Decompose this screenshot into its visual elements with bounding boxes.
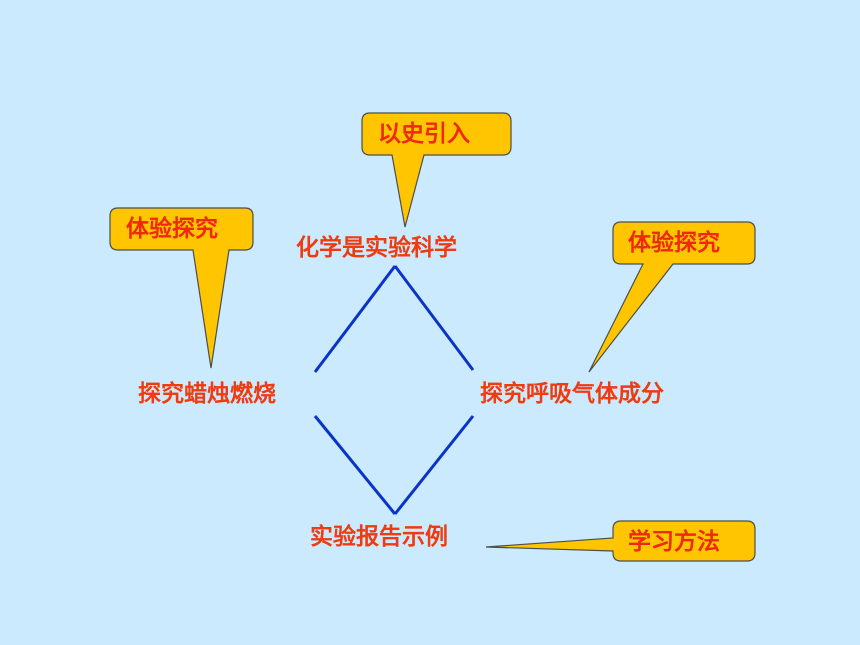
- callout-label-bottom: 学习方法: [628, 529, 720, 555]
- callout-bubble-bottom: [485, 520, 756, 562]
- node-bottom: 实验报告示例: [310, 524, 448, 550]
- callout-bubble-top: [361, 112, 512, 228]
- connector-left-bottom: [313, 415, 397, 515]
- connector-top-left: [313, 265, 397, 373]
- callout-bubble-right: [588, 221, 756, 373]
- node-right: 探究呼吸气体成分: [480, 381, 664, 407]
- callout-label-left: 体验探究: [126, 216, 218, 242]
- callout-label-top: 以史引入: [378, 121, 470, 147]
- callout-bubble-left: [109, 207, 254, 369]
- node-left: 探究蜡烛燃烧: [138, 381, 276, 407]
- connector-right-bottom: [393, 415, 475, 515]
- connector-top-right: [393, 265, 475, 371]
- callout-label-right: 体验探究: [628, 230, 720, 256]
- node-top: 化学是实验科学: [296, 235, 457, 261]
